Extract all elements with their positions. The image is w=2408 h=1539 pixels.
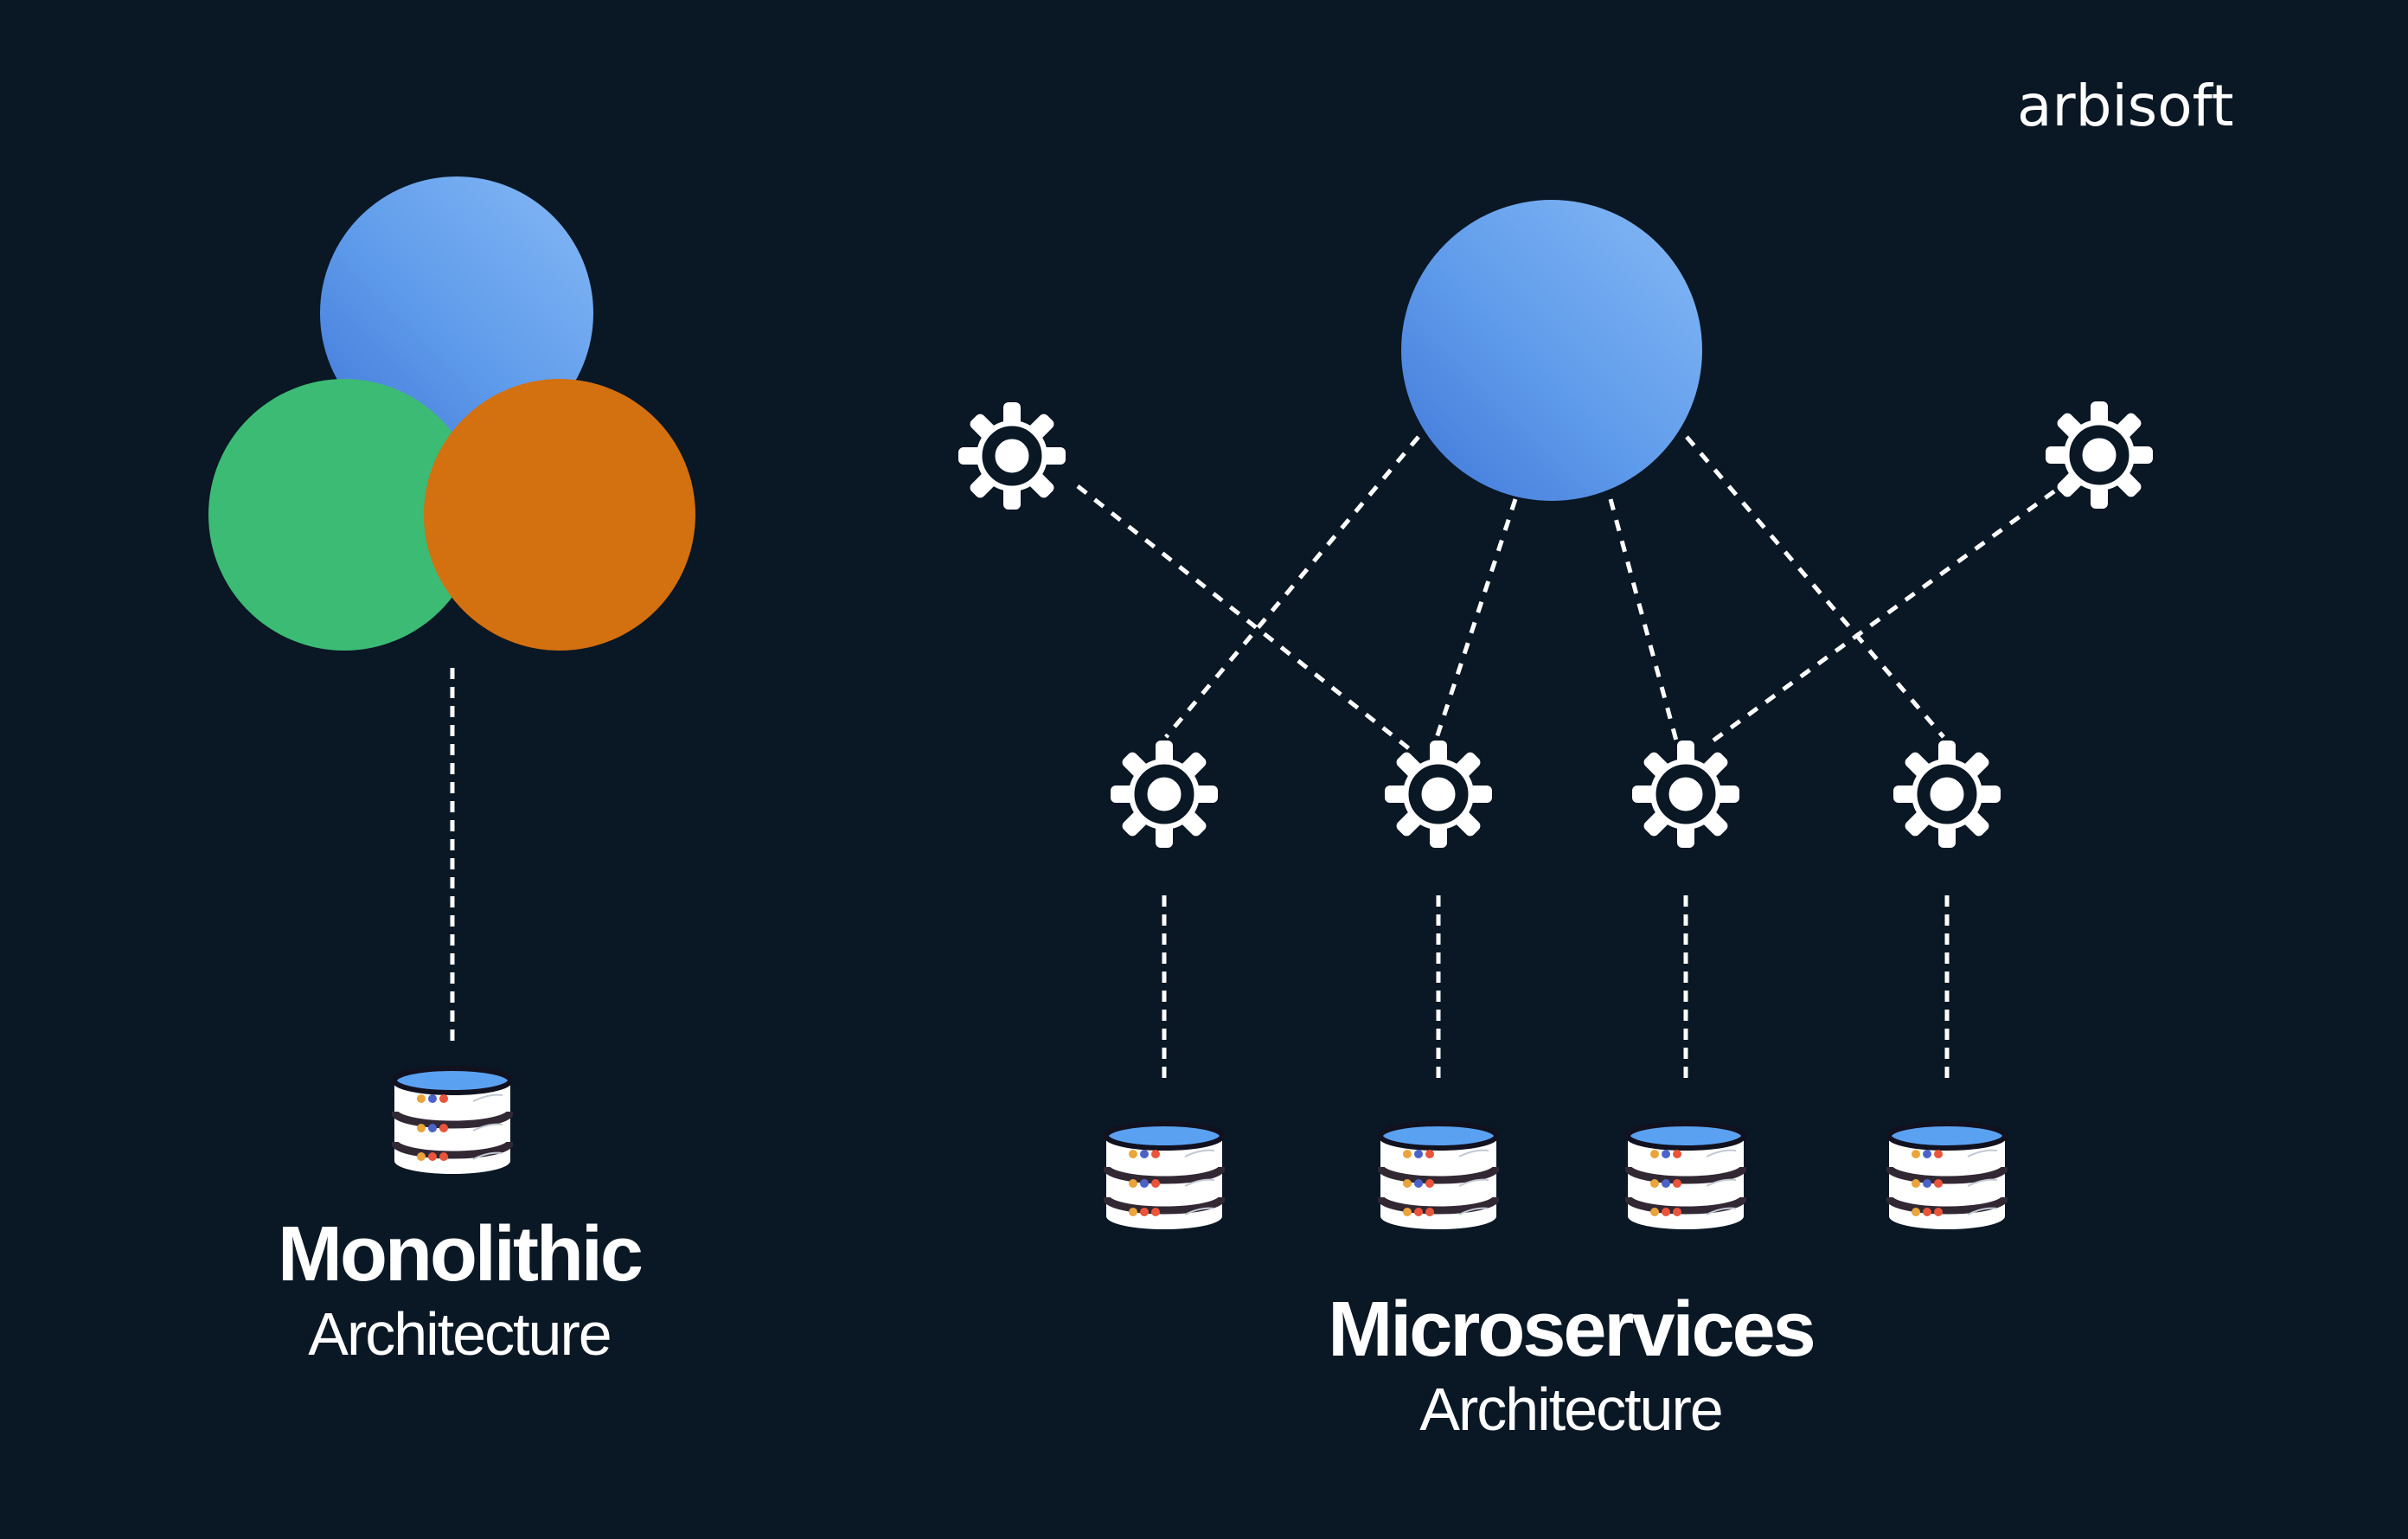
monolith-orange-circle bbox=[424, 379, 695, 651]
gear-icon bbox=[2046, 401, 2153, 509]
hub-to-gear1-connector bbox=[1164, 435, 1420, 739]
gear-icon bbox=[1632, 741, 1739, 848]
dashed-connections bbox=[450, 435, 2056, 1086]
microservices-title: Microservices bbox=[1328, 1286, 1816, 1373]
gear-icon bbox=[1385, 741, 1492, 848]
gear-icon bbox=[958, 402, 1066, 510]
hub-to-gear3-connector bbox=[1608, 498, 1679, 741]
right-gear-to-gear3-connector bbox=[1709, 489, 2056, 745]
microservices-hub-circle bbox=[1401, 200, 1702, 501]
database-icon bbox=[394, 1068, 510, 1174]
database-icon bbox=[1106, 1124, 1222, 1229]
microservices-label-block: Microservices Architecture bbox=[1216, 1291, 1925, 1440]
brand-logo: arbisoft bbox=[2017, 73, 2234, 139]
monolithic-subtitle: Architecture bbox=[308, 1300, 612, 1368]
database-icon bbox=[1628, 1124, 1744, 1229]
gear-icon bbox=[1111, 741, 1218, 848]
hub-to-gear4-connector bbox=[1685, 435, 1945, 739]
hub-to-gear2-connector bbox=[1433, 498, 1518, 741]
microservices-subtitle: Architecture bbox=[1419, 1375, 1723, 1443]
database-icon bbox=[1380, 1124, 1496, 1229]
gear-icon bbox=[1893, 741, 2001, 848]
left-gear-to-gear2-connector bbox=[1076, 484, 1412, 751]
database-icon bbox=[1889, 1124, 2005, 1229]
monolithic-label-block: Monolithic Architecture bbox=[105, 1215, 814, 1364]
monolithic-title: Monolithic bbox=[278, 1211, 644, 1298]
